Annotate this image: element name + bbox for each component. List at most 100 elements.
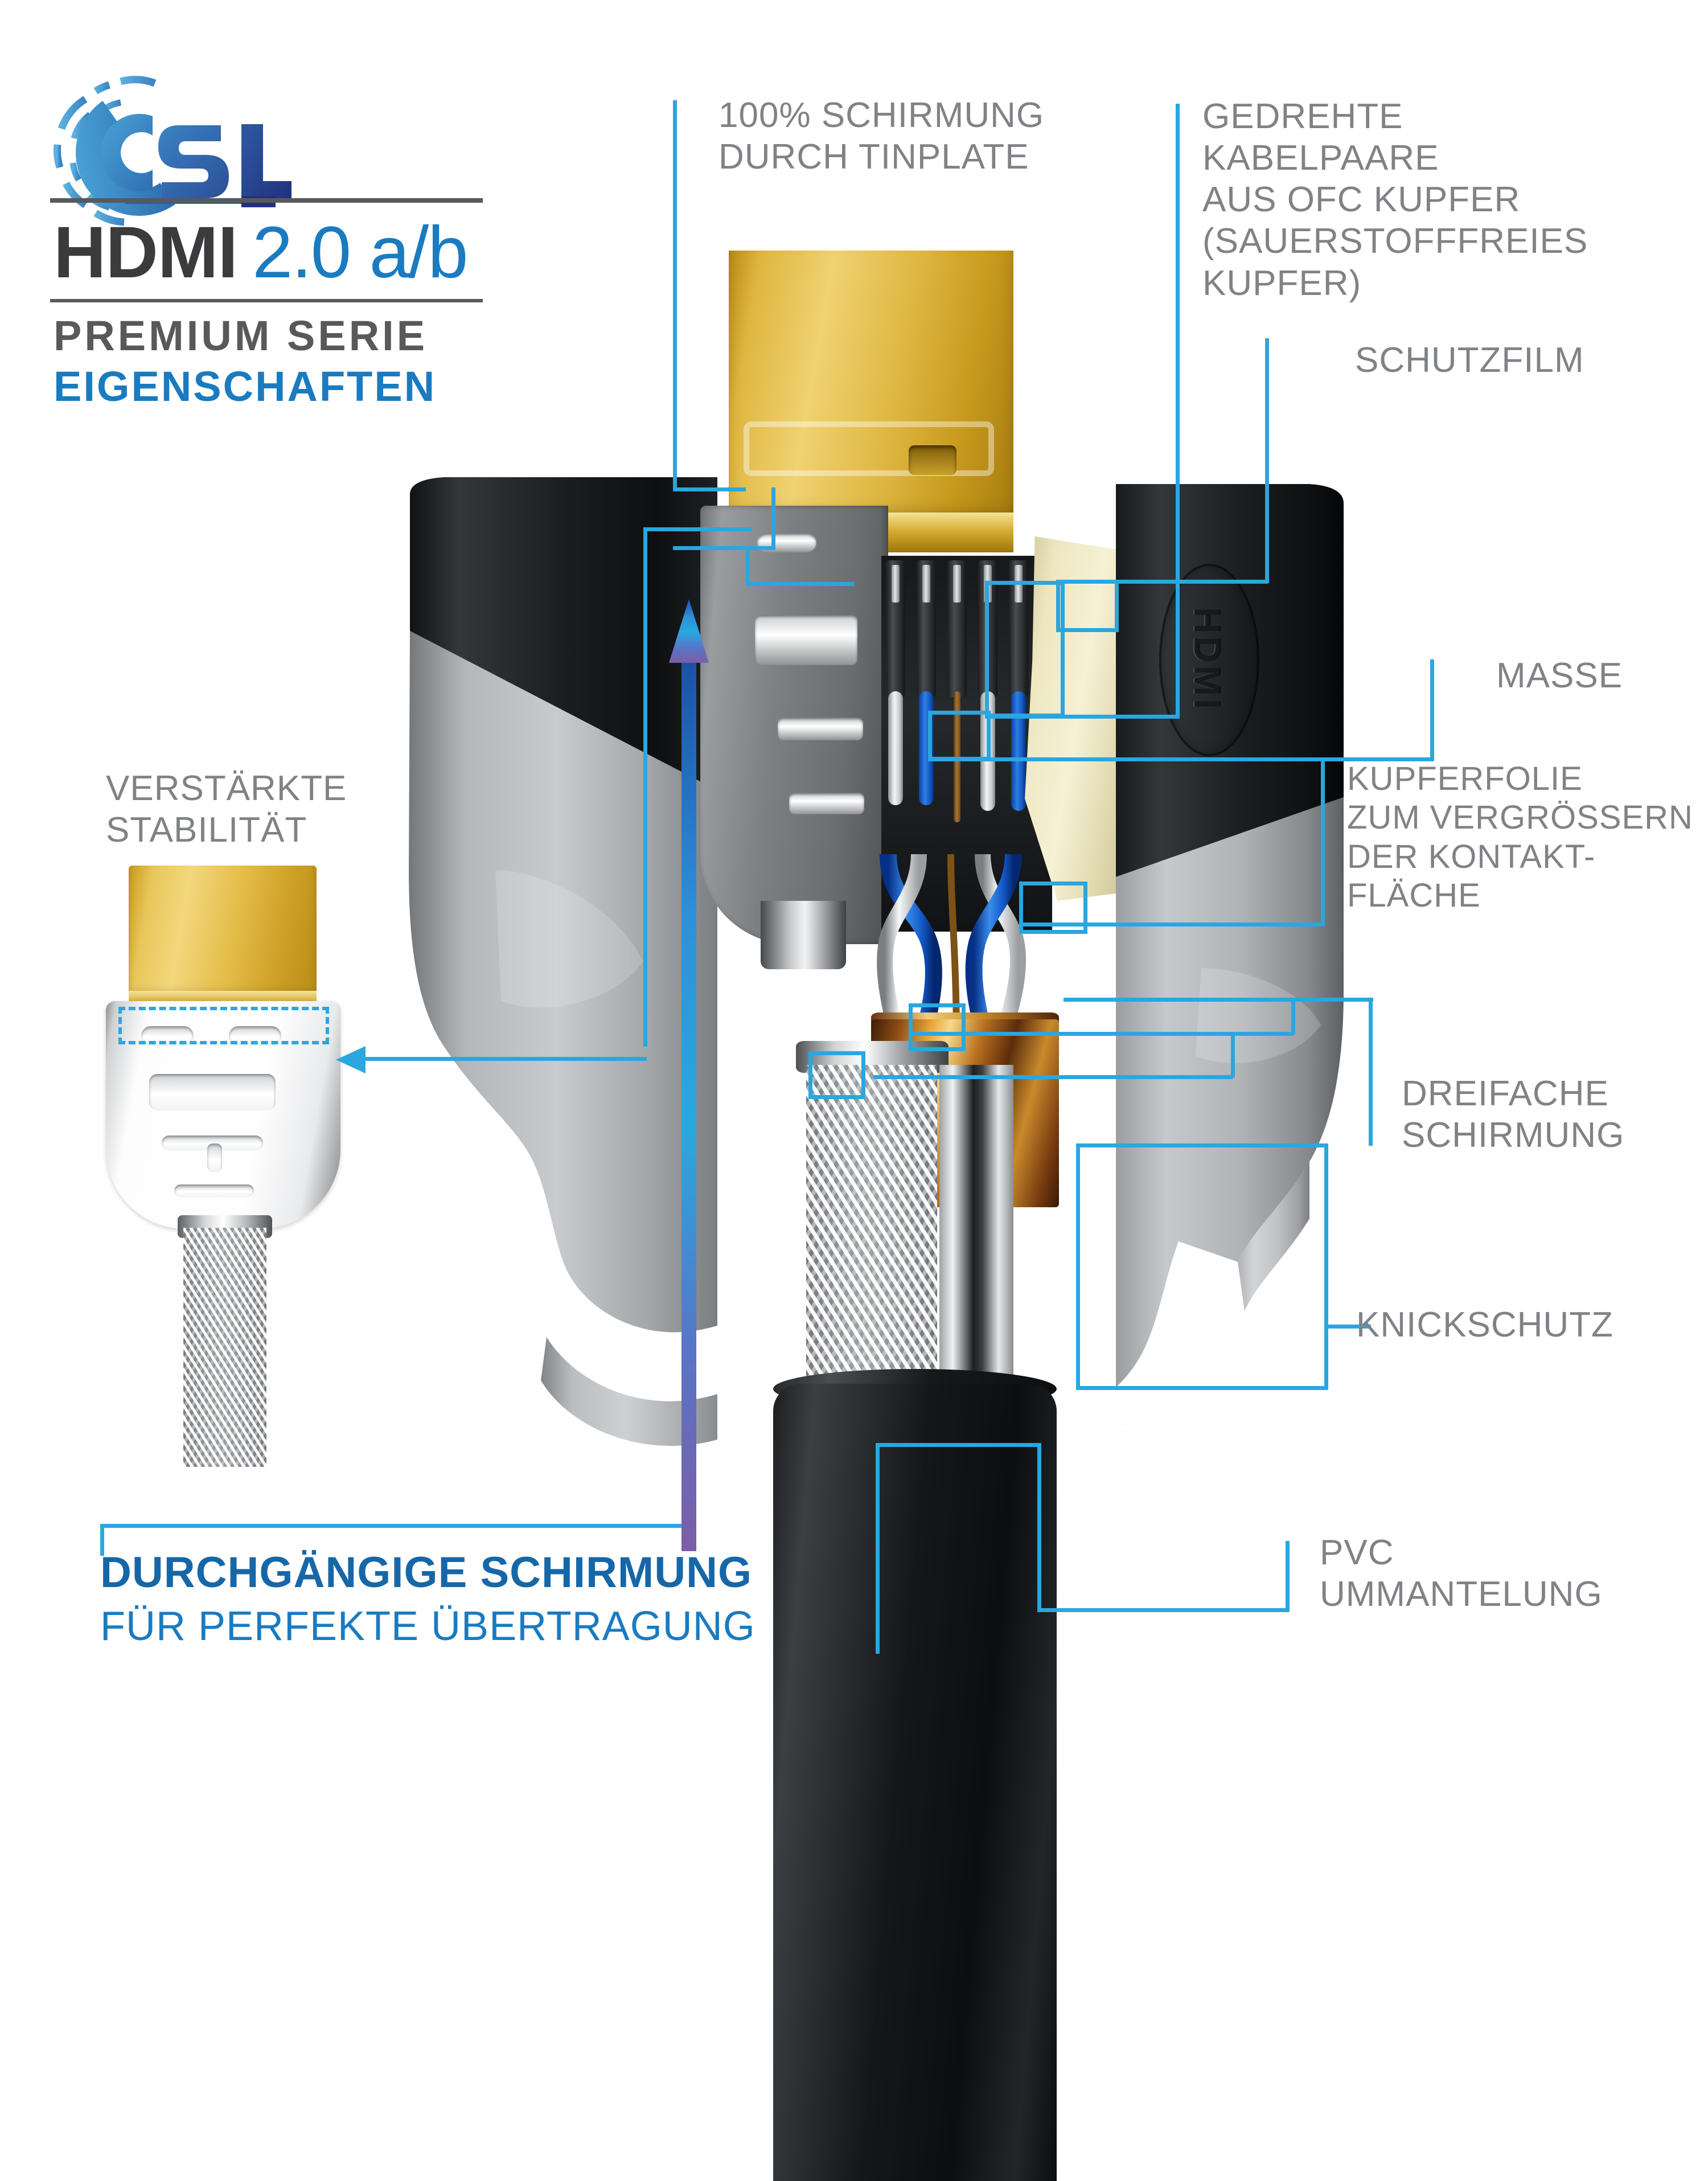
label-pvc-sheath: PVC UMMANTELUNG (1320, 1533, 1603, 1614)
pvc-outer-jacket (773, 1384, 1057, 2181)
leader-triple-box2 (808, 1051, 865, 1099)
leader-bend-h1 (1076, 1143, 1328, 1147)
leader-triple-v4 (1231, 1032, 1235, 1077)
highlight-dashed-region (118, 1007, 329, 1044)
connector-boot-right: HDMI (1116, 478, 1378, 1458)
braided-cable-shield (183, 1228, 266, 1467)
leader-ground-v1 (1430, 659, 1434, 761)
leader-pvc-h1 (876, 1443, 1041, 1447)
leader-triple-h2 (911, 1032, 1294, 1036)
leader-film-box (1056, 580, 1119, 632)
headline-tick-v (100, 1524, 104, 1556)
leader-triple-h3 (873, 1075, 1233, 1079)
pin-tip-3 (953, 565, 961, 602)
leader-bend-h2 (1076, 1386, 1328, 1390)
csl-logo (41, 62, 291, 232)
wire-white-1 (888, 691, 903, 805)
leader-ground-h1 (928, 757, 1434, 761)
leader-stability-h2 (364, 1057, 647, 1061)
shell-crimp (761, 901, 846, 969)
hdmi-connector-logo: HDMI (1186, 607, 1227, 712)
drain-wire-black (939, 1065, 1013, 1418)
wire-blue-2 (1011, 691, 1026, 811)
title-block: HDMI 2.0 a/b PREMIUM SERIE EIGENSCHAFTEN (50, 198, 506, 411)
leader-pairs-h1 (985, 715, 1180, 719)
metal-shield-shell (700, 506, 888, 969)
shell-slot-3 (778, 718, 863, 740)
boot-left-shape (409, 477, 717, 1446)
housing-slot-wide (149, 1074, 276, 1110)
housing-slot-bottom (174, 1184, 254, 1197)
leader-triple-v3 (1291, 998, 1295, 1034)
leader-stability-h1 (643, 527, 752, 531)
leader-pairs-box (985, 581, 1065, 718)
leader-pvc-v2 (1037, 1443, 1041, 1612)
gold-tip-window (909, 445, 956, 475)
gold-tip-groove (744, 421, 994, 476)
hdmi-connector-front-view (106, 866, 345, 1467)
leader-shielding-v2 (771, 487, 775, 550)
leader-pvc-h2 (1037, 1608, 1289, 1612)
title-rule-bottom (50, 299, 483, 302)
leader-shielding-h3 (746, 582, 854, 586)
leader-shielding-v1 (673, 100, 677, 487)
label-copper-foil: KUPFERFOLIE ZUM VERGRÖSSERN DER KONTAKT-… (1347, 760, 1693, 915)
shell-slot-2 (755, 615, 857, 665)
hdmi-title-line: HDMI 2.0 a/b (50, 203, 506, 299)
bottom-headline: DURCHGÄNGIGE SCHIRMUNG FÜR PERFEKTE ÜBER… (100, 1548, 783, 1650)
gold-hdmi-tip (729, 251, 1013, 518)
hdmi-logo-oval (1159, 564, 1259, 756)
leader-pvc-v1 (876, 1443, 880, 1654)
leader-pvc-v3 (1286, 1541, 1290, 1612)
series-label: PREMIUM SERIE (54, 312, 428, 359)
leader-triple-h1 (1064, 998, 1373, 1002)
label-bend-protection: KNICKSCHUTZ (1356, 1305, 1613, 1344)
gold-plated-plug (129, 866, 317, 997)
leader-copper-h1 (1019, 923, 1324, 926)
leader-pairs-v1 (1176, 104, 1180, 719)
braided-shield-layer (806, 1065, 937, 1418)
leader-bend-v1 (1076, 1143, 1080, 1389)
pin-tip-1 (892, 565, 900, 602)
infographic-canvas: HDMI 2.0 a/b PREMIUM SERIE EIGENSCHAFTEN (41, 62, 1693, 2181)
headline-line-2: FÜR PERFEKTE ÜBERTRAGUNG (100, 1604, 756, 1649)
stability-arrowhead-icon (336, 1046, 366, 1073)
shell-slot-4 (789, 793, 864, 814)
leader-shielding-v3 (746, 546, 750, 586)
leader-triple-v2 (1369, 998, 1373, 1057)
hdmi-version: 2.0 a/b (252, 212, 468, 293)
leader-shielding-h1 (673, 487, 746, 491)
title-rule-top (50, 198, 483, 203)
leader-bend-h3 (1324, 1325, 1371, 1329)
section-label: EIGENSCHAFTEN (54, 363, 437, 410)
label-shielding-tinplate: 100% SCHIRMUNG DURCH TINPLATE (718, 96, 1045, 177)
headline-underline (100, 1524, 687, 1528)
leader-copper-box (1019, 882, 1087, 934)
leader-film-v1 (1265, 338, 1269, 583)
label-ground: MASSE (1496, 656, 1623, 695)
leader-stability-v1 (643, 527, 647, 1047)
highlight-dashed-outline (118, 1007, 329, 1010)
white-connector-housing (106, 1001, 340, 1229)
continuous-shielding-arrow-icon (669, 599, 709, 1551)
housing-slot-t-stem (207, 1143, 222, 1172)
label-reinforced-stability: VERSTÄRKTE STABILITÄT (106, 769, 347, 850)
hdmi-logo-text-wrap: HDMI (1160, 574, 1254, 745)
leader-shielding-h2 (673, 546, 775, 550)
leader-triple-v1 (1369, 1055, 1373, 1146)
label-twisted-pairs: GEDREHTE KABELPAARE AUS OFC KUPFER (SAUE… (1202, 97, 1588, 303)
label-triple-shielding: DREIFACHE SCHIRMUNG (1402, 1074, 1625, 1155)
leader-film-h1 (1056, 580, 1268, 584)
leader-bend-v2 (1324, 1143, 1328, 1389)
pin-tip-2 (922, 565, 930, 602)
leader-triple-box1 (909, 1003, 966, 1051)
leader-ground-box (928, 711, 991, 761)
label-protective-film: SCHUTZFILM (1355, 341, 1584, 380)
conductor-pins-and-wires (881, 556, 1052, 932)
headline-line-1: DURCHGÄNGIGE SCHIRMUNG (100, 1548, 753, 1597)
leader-shielding-step (673, 487, 775, 550)
csl-circuit-ring-logo (53, 76, 291, 226)
page-title: HDMI (54, 212, 238, 293)
leader-copper-v1 (1321, 757, 1325, 926)
connector-boot-left (376, 472, 717, 1474)
